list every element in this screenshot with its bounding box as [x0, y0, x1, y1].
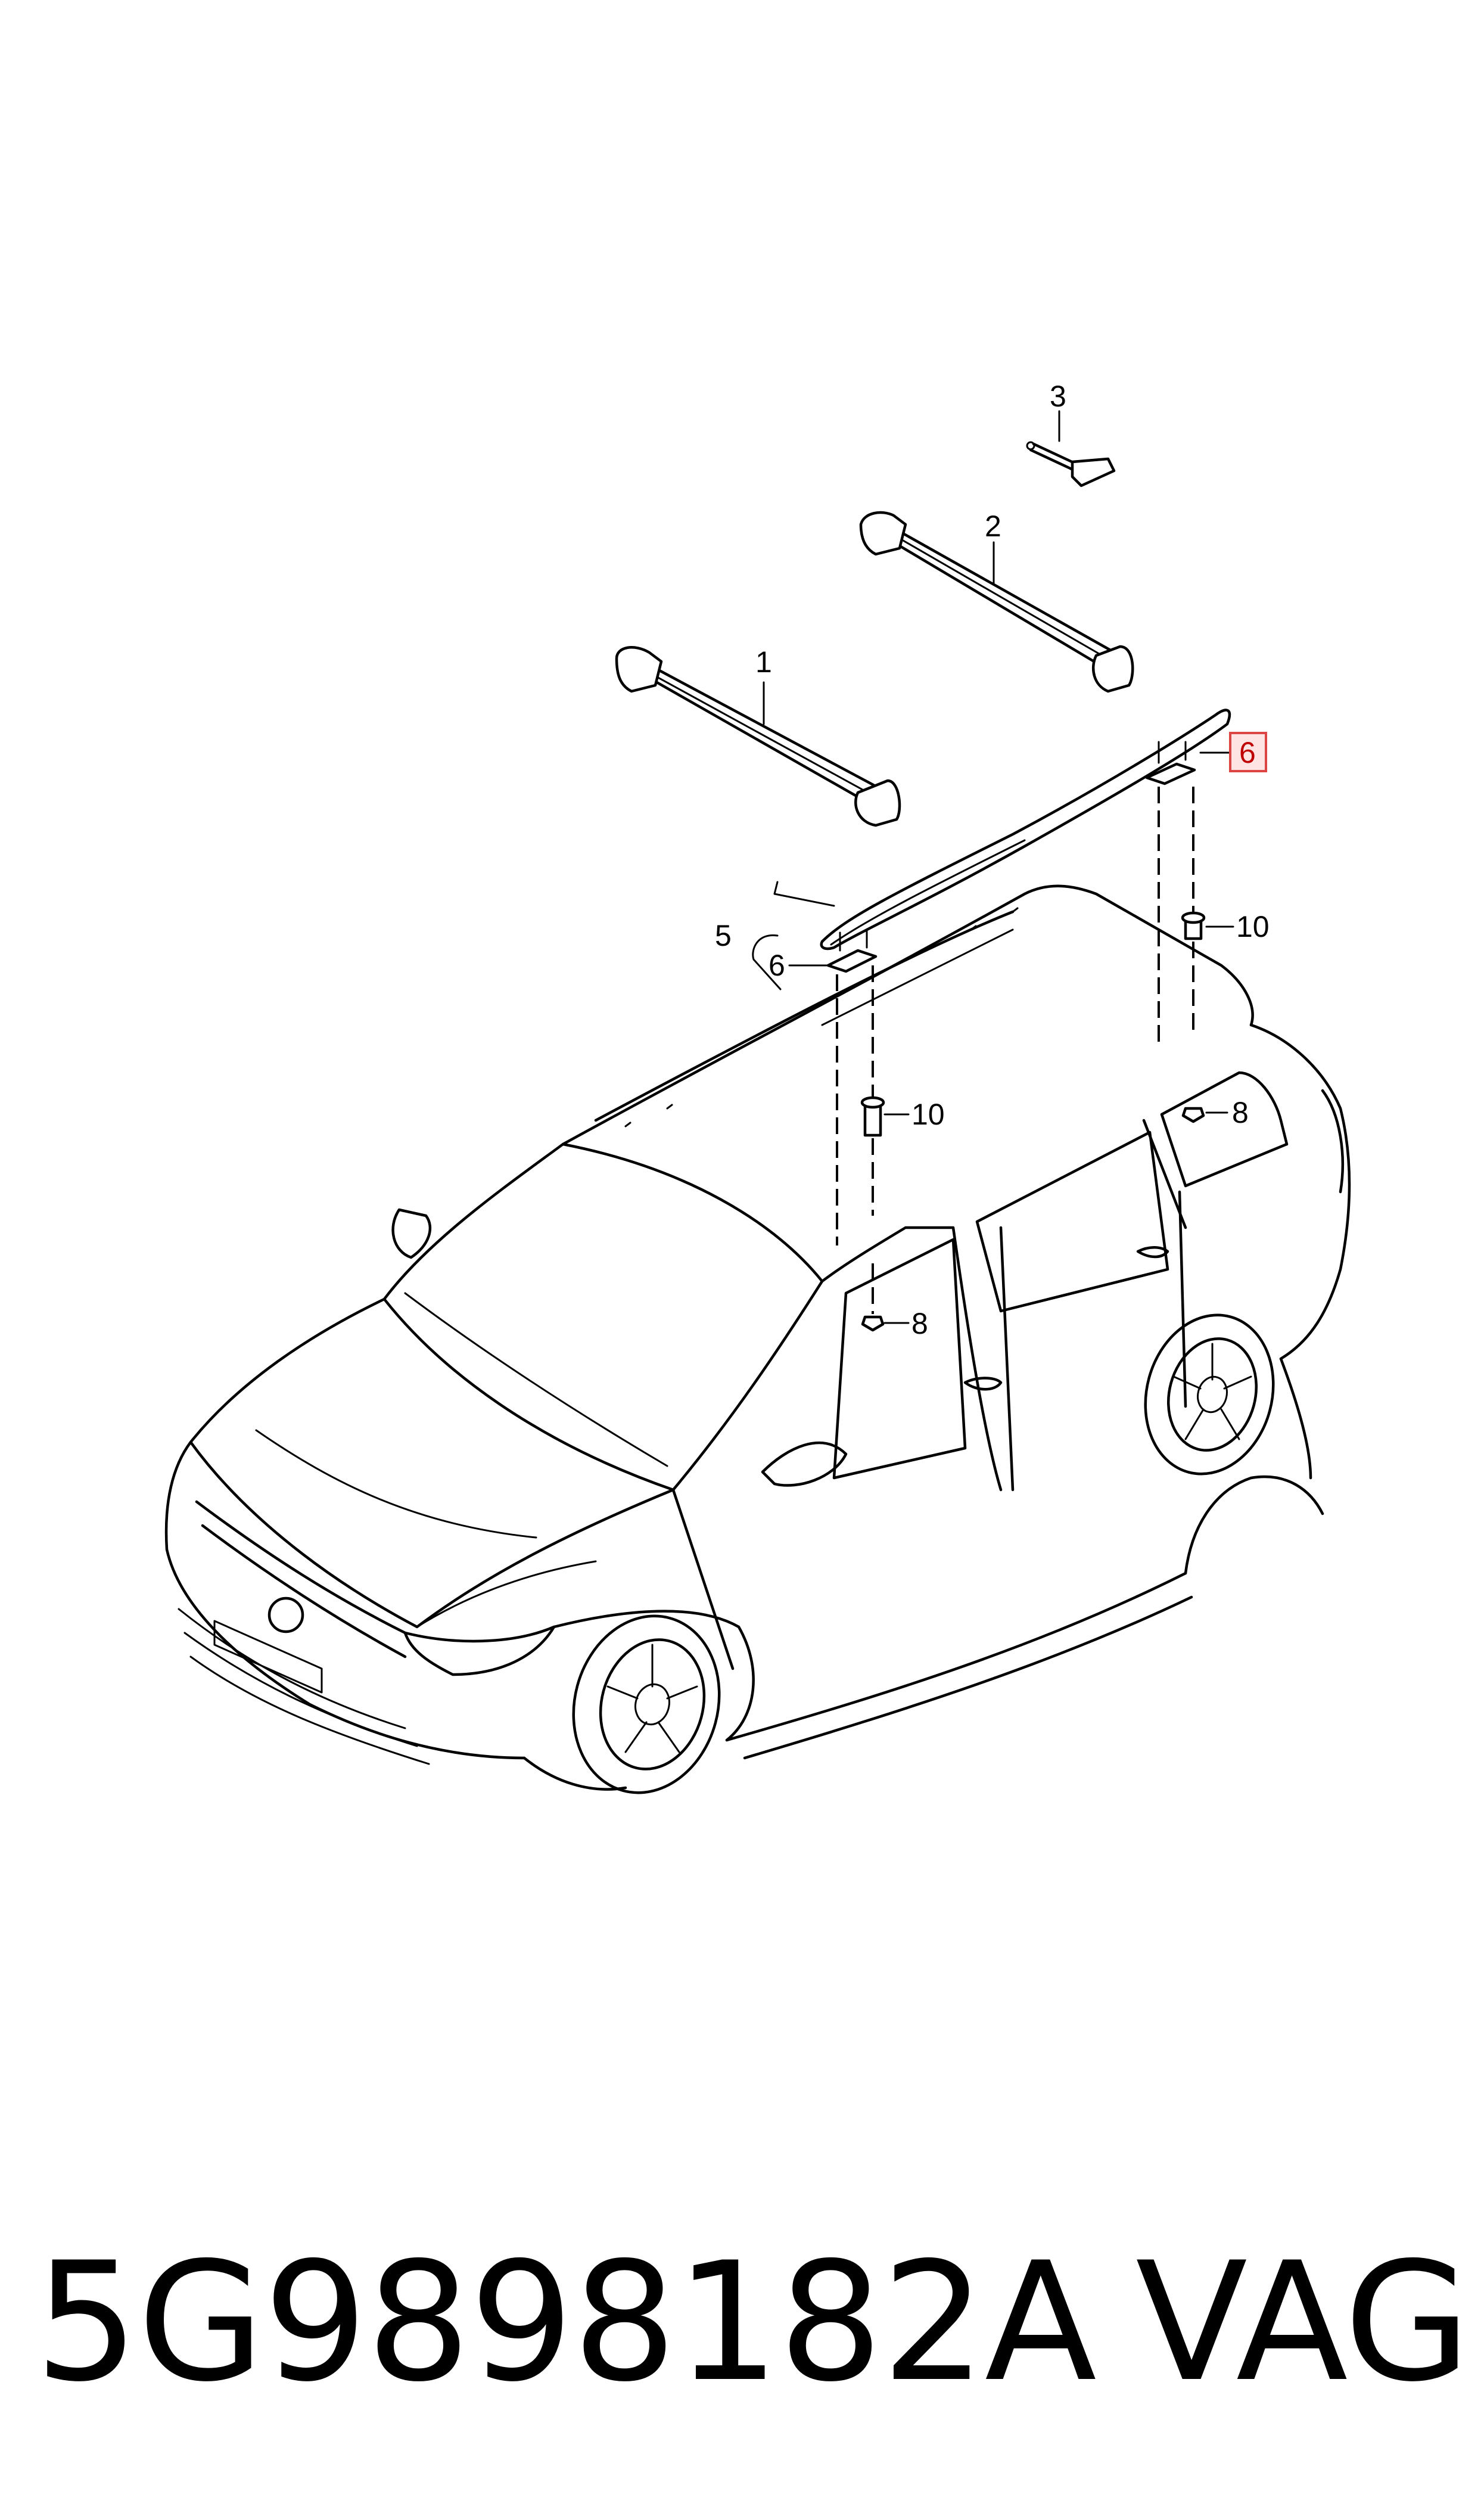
callout-8-right: 8: [1232, 1096, 1249, 1129]
nut-8-right: [1181, 1107, 1205, 1123]
crossbar-2: [859, 511, 1134, 693]
footer: 5G9898182A VAG: [0, 2241, 1484, 2491]
nut-8-left: [861, 1315, 885, 1332]
callout-8-left: 8: [911, 1307, 928, 1340]
part-number: 5G9898182A: [35, 2227, 1097, 2418]
fastener-10-right: [1181, 911, 1206, 940]
callout-5: 5: [715, 919, 732, 952]
spacer-6-right: [1145, 741, 1196, 785]
callout-1: 1: [755, 645, 772, 679]
crossbar-1: [615, 646, 901, 827]
roof-rail-5: [820, 709, 1231, 951]
callout-10-left: 10: [911, 1098, 945, 1131]
callout-3: 3: [1050, 380, 1066, 413]
spacer-6-left: [826, 928, 878, 973]
leader-lines: [752, 410, 1234, 1324]
fastener-10-left: [860, 1096, 885, 1137]
car-illustration: [164, 884, 1351, 1794]
callout-2: 2: [985, 510, 1001, 543]
brand-name: VAG: [1135, 2227, 1471, 2418]
callout-10-right: 10: [1236, 910, 1270, 943]
callout-6-left: 6: [769, 949, 785, 982]
callout-6-right: 6: [1239, 736, 1256, 769]
callout-6-highlight: [1229, 732, 1267, 772]
key-3: [1026, 441, 1116, 487]
assembly-lines: [836, 787, 1194, 1314]
